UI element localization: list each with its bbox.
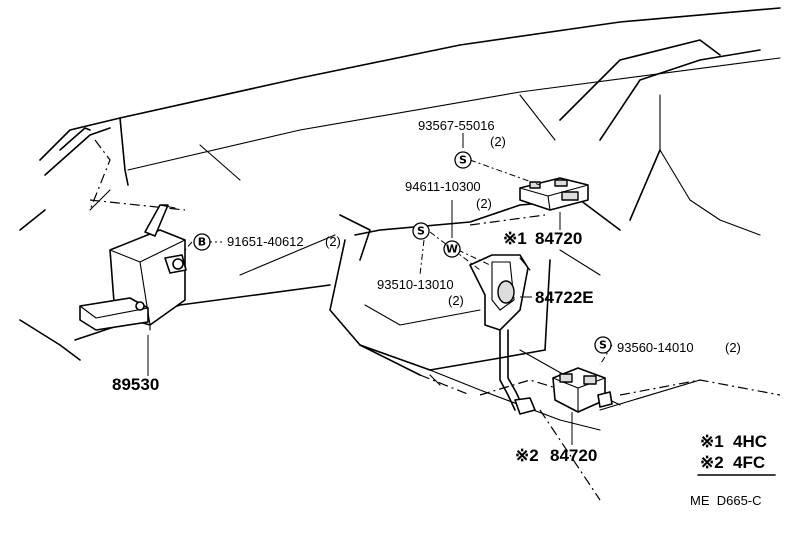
svg-text:S: S (599, 339, 607, 352)
part-number-94611-10300: 94611-10300 (405, 179, 481, 194)
symbol-w-94611: W (443, 240, 461, 258)
module-89530 (79, 204, 187, 331)
part-marker-84720-upper: ※1 (503, 229, 527, 248)
legend-code-1: 4HC (733, 432, 767, 451)
part-number-91651-40612: 91651-40612 (227, 234, 304, 249)
part-qty-93567-55016: (2) (490, 134, 506, 149)
svg-text:S: S (459, 154, 467, 167)
symbol-s-93510: S (412, 222, 430, 240)
svg-text:W: W (446, 243, 458, 256)
part-number-89530: 89530 (112, 375, 159, 394)
part-marker-84720-lower: ※2 (515, 446, 539, 465)
part-qty-93560-14010: (2) (725, 340, 741, 355)
part-number-84720-lower: 84720 (550, 446, 597, 465)
legend-marker-2: ※2 (700, 453, 724, 472)
svg-text:S: S (417, 225, 425, 238)
part-qty-93510-13010: (2) (448, 293, 464, 308)
symbol-s-93560: S (594, 336, 612, 354)
part-number-93560-14010: 93560-14010 (617, 340, 694, 355)
legend: ※1 4HC ※2 4FC (697, 432, 776, 476)
symbol-s-93567: S (454, 151, 472, 169)
svg-text:B: B (198, 236, 206, 249)
part-qty-94611-10300: (2) (476, 196, 492, 211)
switch-84720-upper (519, 177, 589, 211)
legend-marker-1: ※1 (700, 432, 724, 451)
part-number-93567-55016: 93567-55016 (418, 118, 495, 133)
part-number-84720-upper: 84720 (535, 229, 582, 248)
control-84722E (469, 254, 536, 415)
symbol-b-91651: B (193, 233, 211, 251)
diagram-reference: ME D665-C (690, 493, 762, 508)
part-number-93510-13010: 93510-13010 (377, 277, 454, 292)
legend-code-2: 4FC (733, 453, 765, 472)
part-qty-91651-40612: (2) (325, 234, 341, 249)
part-number-84722E: 84722E (535, 288, 594, 307)
switch-84720-lower (552, 367, 613, 413)
dashboard-outline (19, 7, 781, 501)
